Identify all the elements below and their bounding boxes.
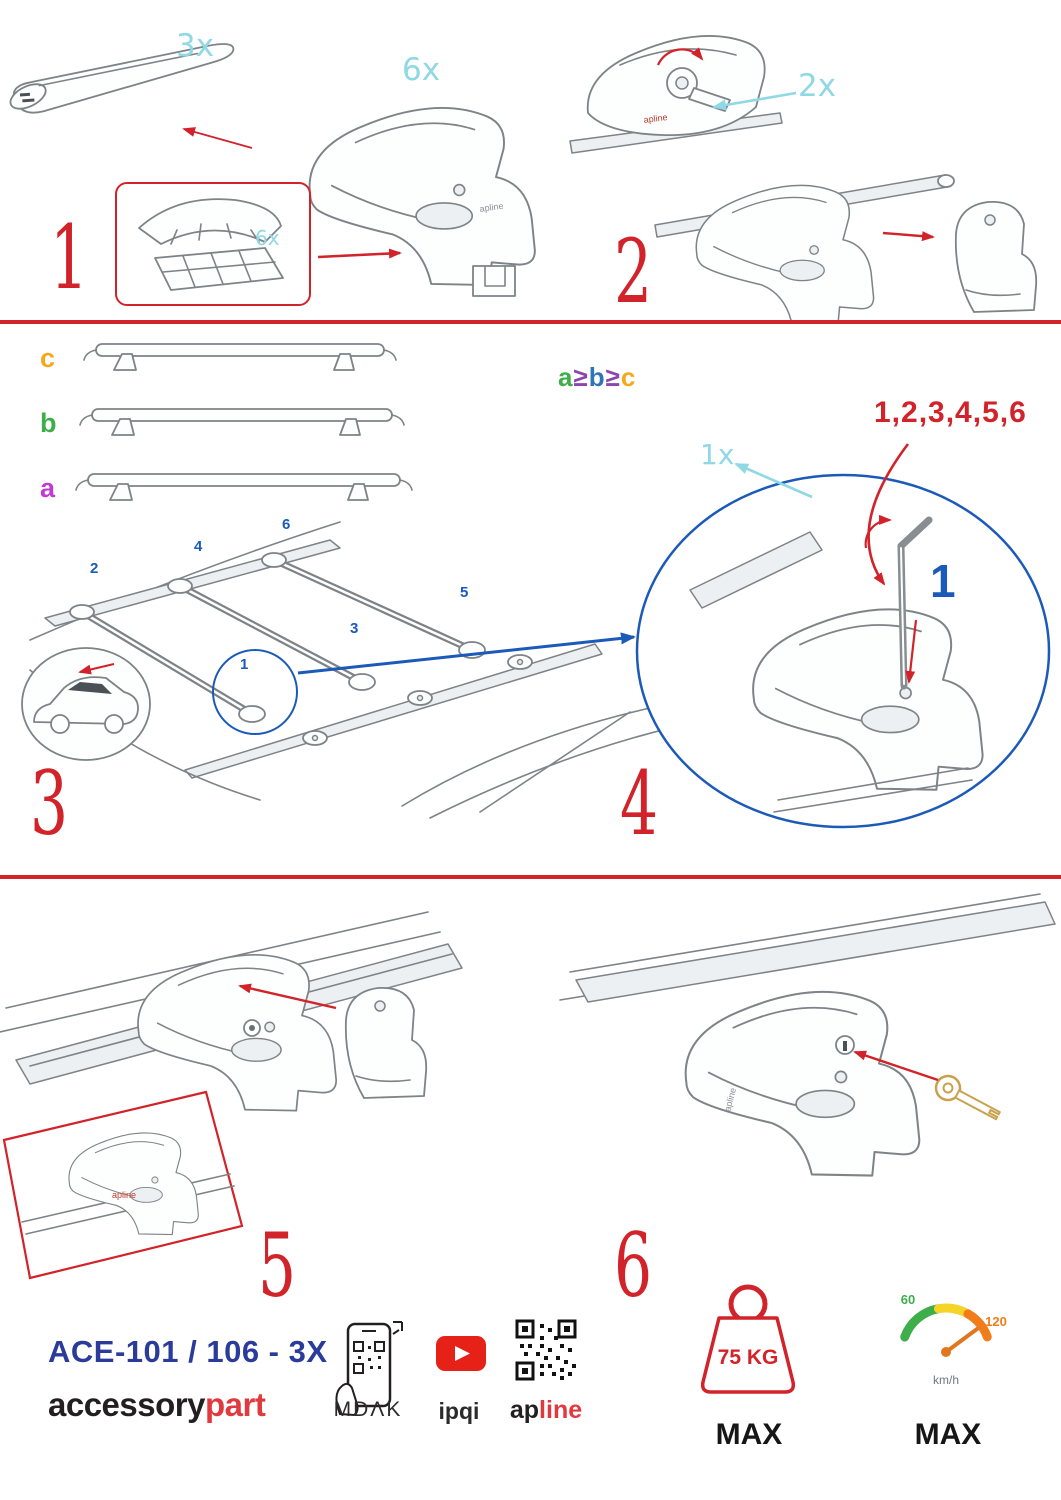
bar-label-b: b [40, 408, 57, 438]
ineq-a: a [558, 362, 574, 392]
clamp-logo-text: apline [112, 1190, 136, 1200]
brand-logo: accessorypart [48, 1386, 266, 1424]
clamp-zoom-illustration [635, 473, 1051, 829]
clamp-logo-text: apline [643, 112, 668, 125]
weight-max-label: MAX [715, 1418, 783, 1451]
apline-red: line [539, 1396, 583, 1424]
ineq-b: b [588, 362, 606, 392]
speed-max-label: MAX [914, 1418, 982, 1451]
ineq-c: c [620, 362, 637, 392]
clamp-illustration-step1: apline [308, 106, 536, 297]
position-number-4: 4 [194, 538, 203, 555]
apline-black: ap [509, 1396, 540, 1424]
key-insert-arrow [853, 1050, 939, 1082]
weight-limit-icon: 75 KG [700, 1284, 796, 1394]
bar-label-a: a [40, 473, 56, 503]
qr-code [515, 1319, 577, 1381]
speed-high-label: 120 [985, 1314, 1007, 1329]
bar-size-illustration [75, 343, 413, 501]
roof-drawing [29, 521, 671, 819]
step-3-number: 3 [30, 752, 69, 855]
insert-arrow [905, 619, 918, 684]
step-5-number: 5 [258, 1214, 297, 1317]
roof-illustration: 1 2 3 4 5 6 [10, 500, 671, 820]
ineq-gte-1: ≥ [573, 362, 589, 392]
key-qty-label: 2x [798, 68, 837, 104]
clamp-logo-text: apline [479, 201, 504, 214]
speed-low-label: 60 [901, 1292, 915, 1307]
pad-detail-box: 6x [115, 182, 311, 306]
position-number-3: 3 [350, 620, 359, 637]
section-divider [0, 320, 1061, 324]
model-code: ACE-101 / 106 - 3X [48, 1334, 328, 1369]
youtube-icon [436, 1336, 486, 1371]
ipqi-logo: ipqi [438, 1398, 480, 1424]
weight-value: 75 KG [718, 1346, 779, 1369]
callout-number: 1 [930, 555, 956, 607]
apline-logo: apline [496, 1396, 596, 1425]
bar-qty-label: 3x [176, 28, 215, 64]
crossbar-illustration [9, 43, 235, 114]
size-inequality: a≥b≥c [558, 362, 636, 393]
position-number-1: 1 [240, 656, 249, 673]
attach-arrow [238, 983, 337, 1010]
brand-black: accessory [48, 1386, 205, 1423]
brand-red: part [204, 1386, 266, 1423]
speed-unit-label: km/h [933, 1373, 959, 1387]
position-number-6: 6 [282, 516, 291, 533]
tightening-sequence: 1,2,3,4,5,6 [874, 396, 1027, 429]
bar-label-c: c [40, 343, 56, 373]
position-number-2: 2 [90, 560, 99, 577]
clamp-illustration-step6: apline [559, 893, 1056, 1177]
mdak-logo: MDΛK [333, 1398, 403, 1421]
pad-qty-label: 6x [255, 226, 280, 250]
step-1-number: 1 [50, 206, 89, 309]
clamp-illustration-step5: apline [0, 911, 463, 1280]
step-2-number: 2 [614, 220, 653, 323]
speedometer-icon: 60 120 km/h [900, 1292, 1007, 1387]
lock-key-icon [934, 1074, 1002, 1121]
pad-detail-illustration [138, 198, 284, 291]
position-number-5: 5 [460, 584, 469, 601]
step-4-number: 4 [620, 752, 659, 855]
tool-qty-label: 1x [700, 438, 735, 471]
section-divider [0, 875, 1061, 879]
phone-scan-icon [335, 1321, 403, 1417]
speedometer-needle [944, 1327, 979, 1354]
step-6-number: 6 [614, 1214, 653, 1317]
clamp-qty-label: 6x [402, 52, 441, 88]
car-inset-illustration [21, 647, 151, 761]
position-1-highlight-circle [212, 649, 298, 735]
ineq-gte-2: ≥ [605, 362, 621, 392]
